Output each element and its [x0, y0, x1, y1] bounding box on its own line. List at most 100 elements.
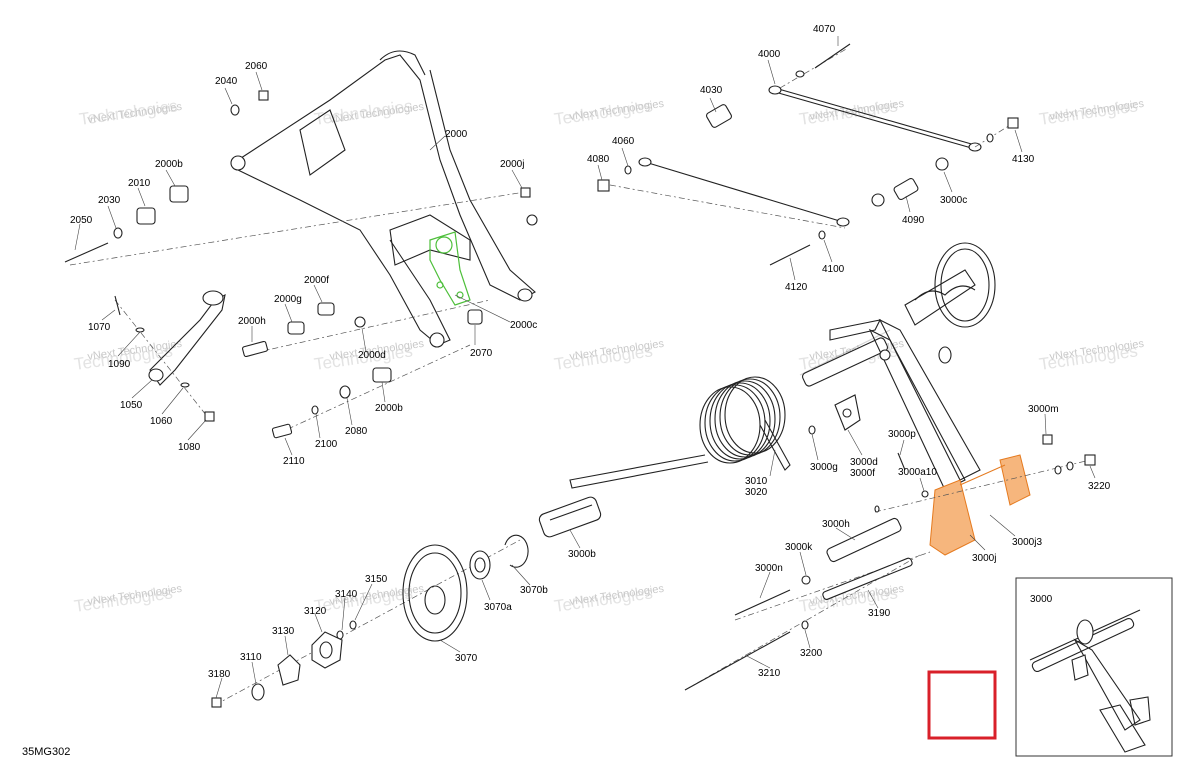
part-label: 2000b [375, 403, 403, 414]
diagram-code: 35MG302 [22, 746, 70, 758]
frame-2000[interactable] [237, 54, 536, 301]
torsion-spring-3010[interactable] [569, 376, 791, 489]
bolt-4120[interactable] [769, 244, 811, 266]
spacer-2070[interactable] [467, 309, 483, 325]
lever-1050[interactable] [149, 294, 226, 386]
part-label: 4120 [785, 282, 808, 293]
part-label: 2000g [274, 294, 302, 305]
washer-1090[interactable] [135, 327, 145, 333]
pin-2000h[interactable] [242, 340, 268, 358]
part-label: 3190 [868, 608, 891, 619]
washer-2080[interactable] [339, 385, 351, 399]
part-label: 4030 [700, 85, 723, 96]
tie-rod-4000[interactable] [774, 87, 976, 146]
part-label: 2000c [510, 320, 537, 331]
washer-3200[interactable] [801, 620, 809, 630]
washer-2000d[interactable] [354, 316, 366, 328]
bolt-4070[interactable] [814, 43, 851, 69]
part-label: 3150 [365, 574, 388, 585]
bolt-2050[interactable] [64, 242, 109, 263]
ring-3110[interactable] [251, 683, 265, 701]
nut-2060[interactable] [258, 90, 269, 101]
part-label: 3000h [822, 519, 850, 530]
part-label: 2000 [445, 129, 468, 140]
nut-3220[interactable] [1084, 454, 1096, 466]
main-pivot-assembly [684, 242, 1096, 691]
washer-3000g[interactable] [808, 425, 816, 435]
washer[interactable] [986, 133, 994, 143]
wheel-3070[interactable] [402, 544, 468, 642]
washer-2100[interactable] [311, 405, 319, 415]
part-label: 3000p [888, 429, 916, 440]
washer-2040[interactable] [230, 104, 240, 116]
part-label: 3210 [758, 668, 781, 679]
plate-3000j3[interactable] [999, 454, 1031, 506]
nut-4130[interactable] [1007, 117, 1019, 129]
assembly-inset: 3000 [1015, 577, 1173, 757]
leader-lines [74, 36, 1096, 699]
bushing-3000c[interactable] [935, 157, 949, 171]
part-label: 3000d [850, 457, 878, 468]
bolt-3000n[interactable] [734, 589, 791, 616]
bolt-3180[interactable] [211, 697, 222, 708]
part-label: 4070 [813, 24, 836, 35]
part-label: 2040 [215, 76, 238, 87]
part-label: 2080 [345, 426, 368, 437]
nut-1080[interactable] [204, 411, 215, 422]
drum-wheel[interactable] [934, 242, 996, 328]
frame-assembly [64, 50, 538, 439]
plate-3000j[interactable] [929, 479, 976, 556]
part-label: 3000k [785, 542, 813, 553]
nut-4080[interactable] [597, 179, 610, 192]
part-label: 4060 [612, 136, 635, 147]
part-label: 1080 [178, 442, 201, 453]
bracket-2000c[interactable] [429, 231, 471, 306]
bushing-2000f[interactable] [317, 302, 335, 316]
part-label: 3130 [272, 626, 295, 637]
part-label: 3070b [520, 585, 548, 596]
spacer-4030[interactable] [705, 104, 732, 129]
part-3000a10[interactable] [921, 490, 929, 498]
part-labels: 4070 4000 4030 4060 4080 4130 3000c 4090… [70, 24, 1111, 680]
part-label: 2000d [358, 350, 386, 361]
part-label: 4100 [822, 264, 845, 275]
part-label: 3070a [484, 602, 512, 613]
watermark-layer: Technologies Technologies Technologies T… [73, 96, 1145, 616]
washer-3000k[interactable] [801, 575, 811, 585]
bolt-2110[interactable] [271, 423, 293, 439]
part-label: 1090 [108, 359, 131, 370]
tie-rod-assembly [597, 43, 1019, 266]
nut-3000m[interactable] [1042, 434, 1053, 445]
circlip-3070b[interactable] [504, 534, 529, 568]
pivot-arm[interactable] [878, 318, 981, 481]
part-label: 4080 [587, 154, 610, 165]
bolt-1070[interactable] [114, 295, 121, 316]
sleeve-3000b[interactable] [538, 495, 603, 538]
part-label: 3220 [1088, 481, 1111, 492]
part-label: 3000g [810, 462, 838, 473]
bushing-2000g[interactable] [287, 321, 305, 335]
bolt-3210[interactable] [684, 631, 791, 691]
part-label: 1070 [88, 322, 111, 333]
washer-1060[interactable] [180, 382, 190, 388]
part-label: 2070 [470, 348, 493, 359]
part-label: 2010 [128, 178, 151, 189]
plate-3130[interactable] [277, 654, 301, 686]
shaft-3190[interactable] [822, 557, 913, 600]
washer-4060[interactable] [624, 165, 632, 175]
washer[interactable] [795, 70, 805, 78]
part-label: 4000 [758, 49, 781, 60]
part-label: 4130 [1012, 154, 1035, 165]
washer-2030[interactable] [113, 227, 123, 239]
tie-rod-4000[interactable] [644, 161, 844, 223]
bushing-2010[interactable] [136, 207, 156, 225]
part-label: 2030 [98, 195, 121, 206]
bushing-2000b[interactable] [372, 367, 392, 383]
part-label: 3180 [208, 669, 231, 680]
nut-2000j[interactable] [520, 187, 531, 198]
part-label: 2000f [304, 275, 329, 286]
spacer-3000h[interactable] [826, 517, 903, 563]
bushing-2000b[interactable] [169, 185, 189, 203]
spacer-4090[interactable] [893, 177, 919, 201]
